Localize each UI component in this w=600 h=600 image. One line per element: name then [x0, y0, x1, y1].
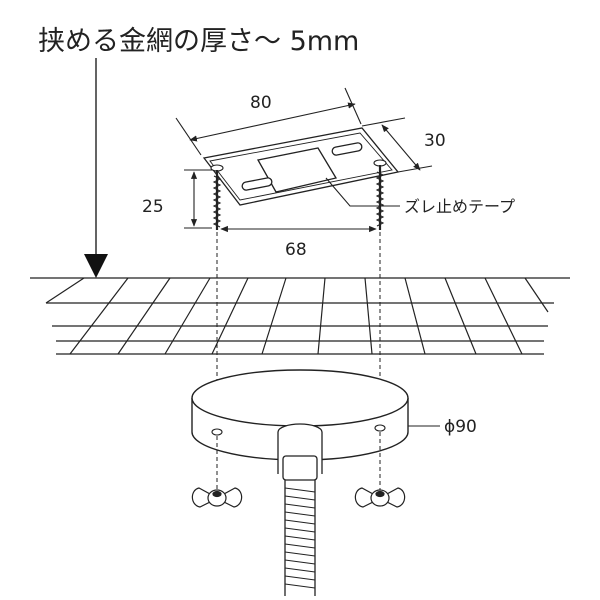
tape-label: ズレ止めテープ — [404, 197, 515, 216]
dim-width-label: 30 — [424, 131, 446, 151]
bracket-slot-left — [241, 177, 273, 191]
page-title: 挟める金網の厚さ～ 5mm — [38, 26, 359, 57]
screw-left — [210, 164, 224, 230]
dim-length-label: 80 — [250, 93, 272, 113]
lower-center-lines — [216, 432, 381, 495]
dim-hole-pitch-label: 68 — [285, 240, 307, 260]
wing-nut-left — [191, 487, 243, 508]
tape-leader-line — [325, 177, 400, 207]
dim-length — [175, 87, 362, 156]
wire-mesh — [30, 277, 570, 355]
canopy-holes — [211, 424, 386, 436]
mounting-bracket — [202, 127, 400, 206]
dim-height-label: 25 — [142, 197, 164, 217]
wing-nut-right — [354, 487, 406, 508]
pendant-cord — [277, 423, 323, 596]
thickness-arrow-head — [84, 254, 108, 278]
dim-height — [184, 169, 212, 229]
diameter-label: ϕ90 — [444, 417, 477, 437]
bracket-slot-right — [331, 142, 363, 156]
dim-width — [361, 117, 433, 173]
